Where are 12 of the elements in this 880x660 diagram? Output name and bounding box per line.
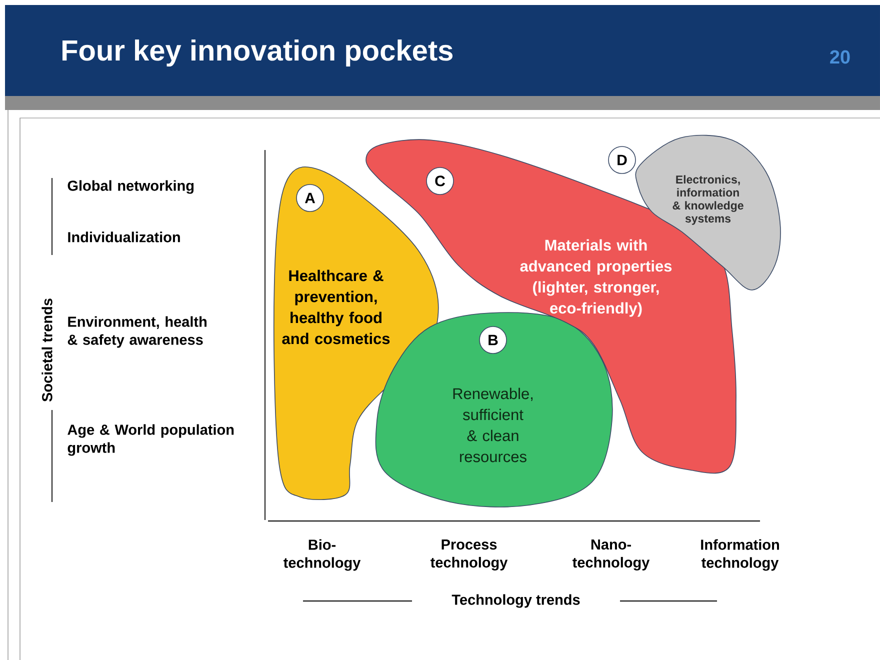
trend-label: Age & World population growth xyxy=(68,424,234,456)
axis-title: Societal trends xyxy=(42,298,52,402)
page-number: 20 xyxy=(830,50,850,64)
technology-label: Nano- technology xyxy=(572,539,650,571)
technology-label: Bio- technology xyxy=(284,539,361,571)
slide-title: Four key innovation pockets xyxy=(62,39,453,67)
axis-title: Technology trends xyxy=(452,594,580,608)
technology-label: Process technology xyxy=(430,539,508,571)
trend-label: Individualization xyxy=(68,232,180,242)
technology-label: Information technology xyxy=(701,539,779,571)
trend-label: Environment, health & safety awareness xyxy=(68,316,206,348)
trend-label: Global networking xyxy=(68,180,194,194)
